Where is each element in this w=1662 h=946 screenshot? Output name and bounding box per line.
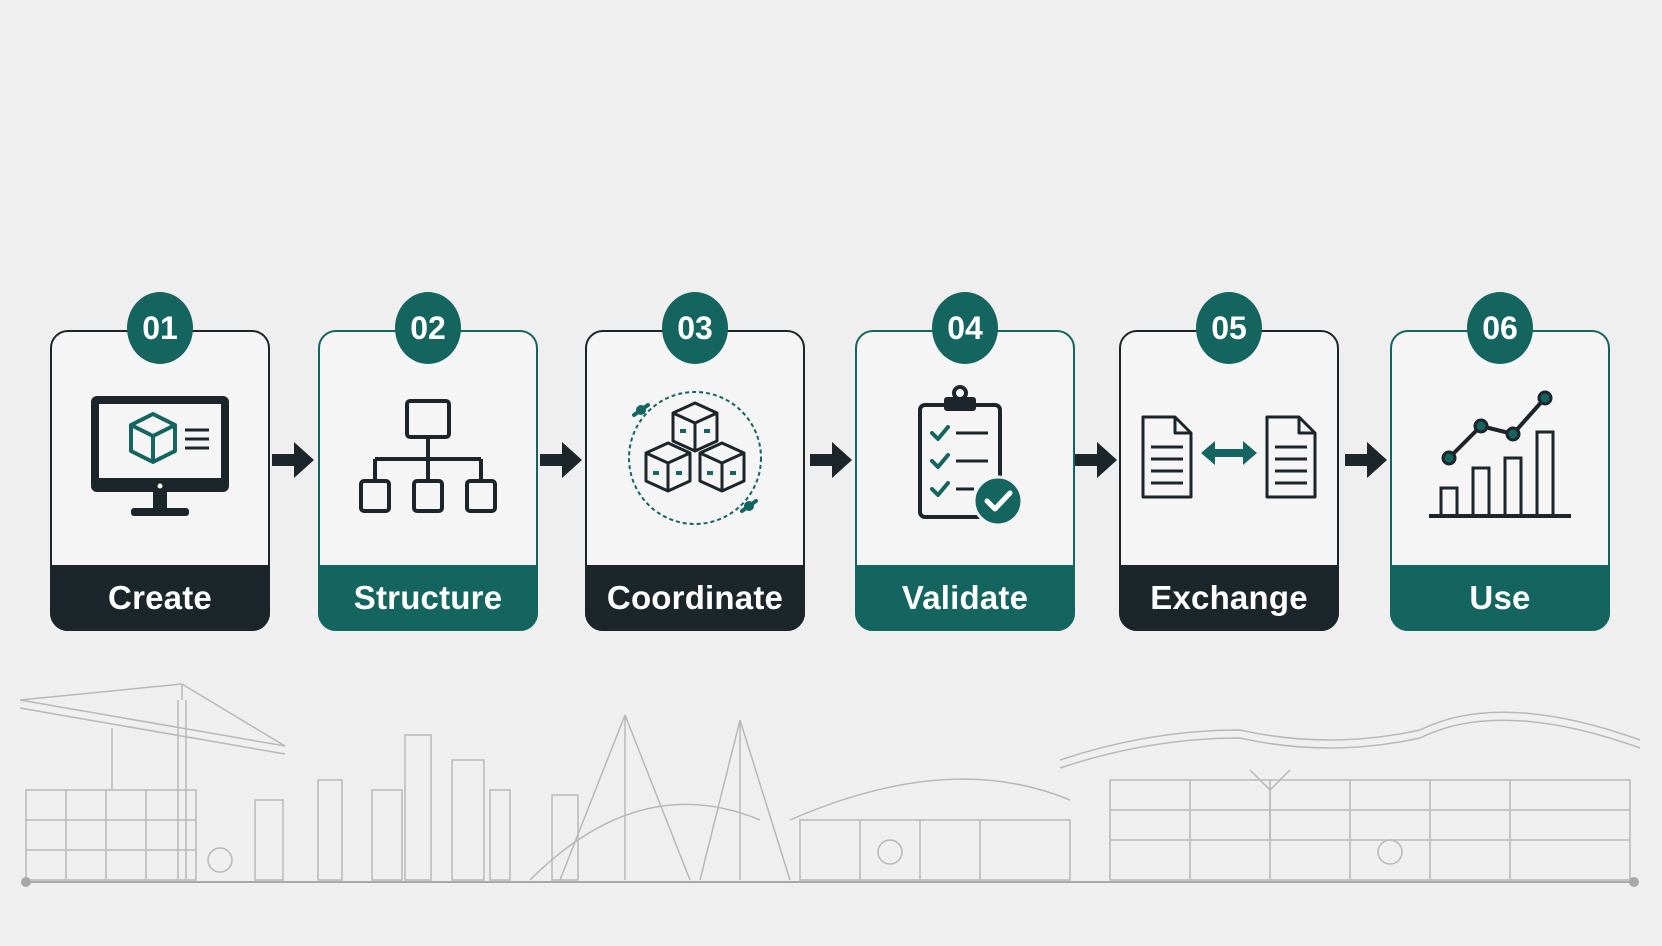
step-number-badge: 01 <box>127 292 193 364</box>
monitor-cube-icon <box>91 396 229 516</box>
step-card-exchange: 05 Exchange <box>1119 292 1339 631</box>
arrow-right-icon <box>1075 442 1117 478</box>
step-card-coordinate: 03 <box>585 292 805 631</box>
step-number-badge: 03 <box>662 292 728 364</box>
document-exchange-icon <box>1141 415 1317 499</box>
step-label: Coordinate <box>606 579 784 616</box>
step-number: 06 <box>1482 309 1518 346</box>
step-card-validate: 04 Validate <box>855 292 1075 631</box>
step-card-structure: 02 Structure <box>318 292 538 631</box>
step-label: Structure <box>353 579 503 616</box>
hierarchy-icon <box>359 399 497 513</box>
construction-skyline-illustration <box>19 683 1641 887</box>
step-card-use: 06 Use <box>1390 292 1610 631</box>
coordinated-blocks-icon <box>628 391 762 525</box>
step-label: Create <box>108 579 212 616</box>
step-label: Exchange <box>1150 579 1308 616</box>
step-number-badge: 04 <box>932 292 998 364</box>
step-number: 01 <box>142 309 178 346</box>
step-number: 04 <box>947 309 983 346</box>
step-number: 02 <box>410 309 446 346</box>
step-card-create: 01 Create <box>50 292 270 631</box>
arrow-right-icon <box>810 442 852 478</box>
step-label: Validate <box>901 579 1029 616</box>
step-number-badge: 05 <box>1196 292 1262 364</box>
arrow-right-icon <box>540 442 582 478</box>
step-number-badge: 02 <box>395 292 461 364</box>
step-number-badge: 06 <box>1467 292 1533 364</box>
growth-chart-icon <box>1429 390 1571 518</box>
clipboard-check-icon <box>918 385 1024 527</box>
step-number: 03 <box>677 309 713 346</box>
step-number: 05 <box>1211 309 1247 346</box>
arrow-right-icon <box>1345 442 1387 478</box>
step-label: Use <box>1469 579 1531 616</box>
arrow-right-icon <box>272 442 314 478</box>
